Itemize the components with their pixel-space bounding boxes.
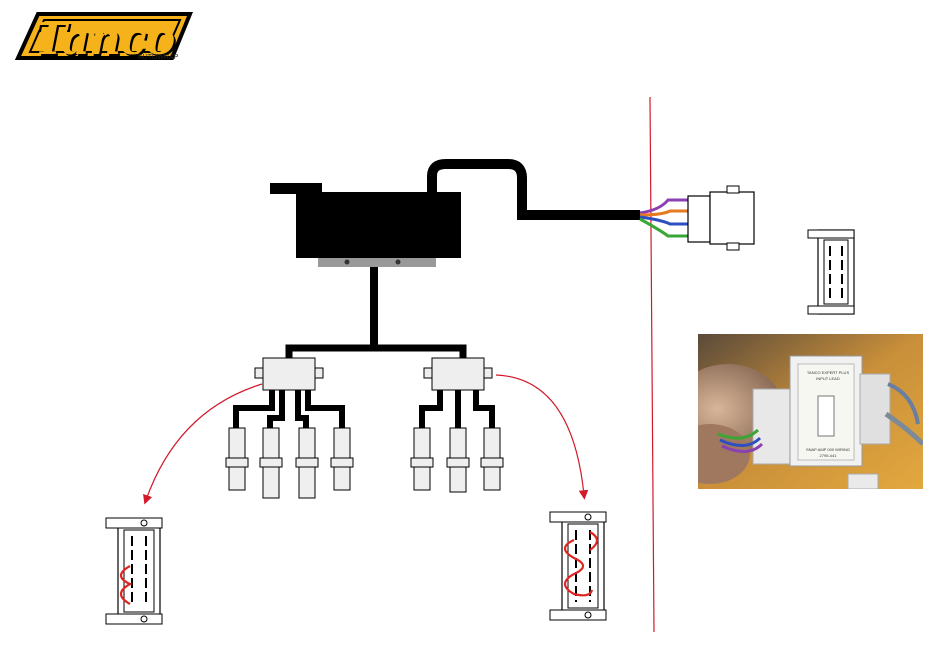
- sensor-leads-left: [236, 390, 342, 428]
- sensor: [296, 428, 318, 498]
- photo-label-line: 2795-441: [798, 453, 858, 458]
- sensor: [226, 428, 248, 490]
- connector-face-left: [106, 518, 162, 624]
- photo-label-line: SNAP AMP 000 WIRING: [798, 447, 858, 452]
- sensor: [331, 428, 353, 490]
- arrow-right: [496, 375, 584, 495]
- sensor: [447, 428, 469, 492]
- input-lead-connector: [688, 186, 754, 250]
- control-box: [270, 183, 461, 267]
- sensor: [411, 428, 433, 490]
- photo-label-line: INPUT LEAD: [798, 376, 858, 381]
- junction-box-right: [424, 358, 492, 390]
- colored-wires: [640, 200, 690, 236]
- sensor-leads-right: [422, 390, 492, 428]
- output-cable: [432, 164, 640, 215]
- photo-label-line: TANCO EXPERT PLUS: [798, 370, 858, 375]
- divider-line: [650, 97, 654, 632]
- connector-face-reference: [808, 230, 854, 314]
- sensor: [260, 428, 282, 498]
- connector-face-right: [550, 512, 606, 620]
- input-lead-photo: TANCO EXPERT PLUS INPUT LEAD SNAP AMP 00…: [698, 334, 923, 489]
- sensor: [481, 428, 503, 490]
- photo-render: [698, 334, 923, 489]
- junction-box-left: [255, 358, 323, 390]
